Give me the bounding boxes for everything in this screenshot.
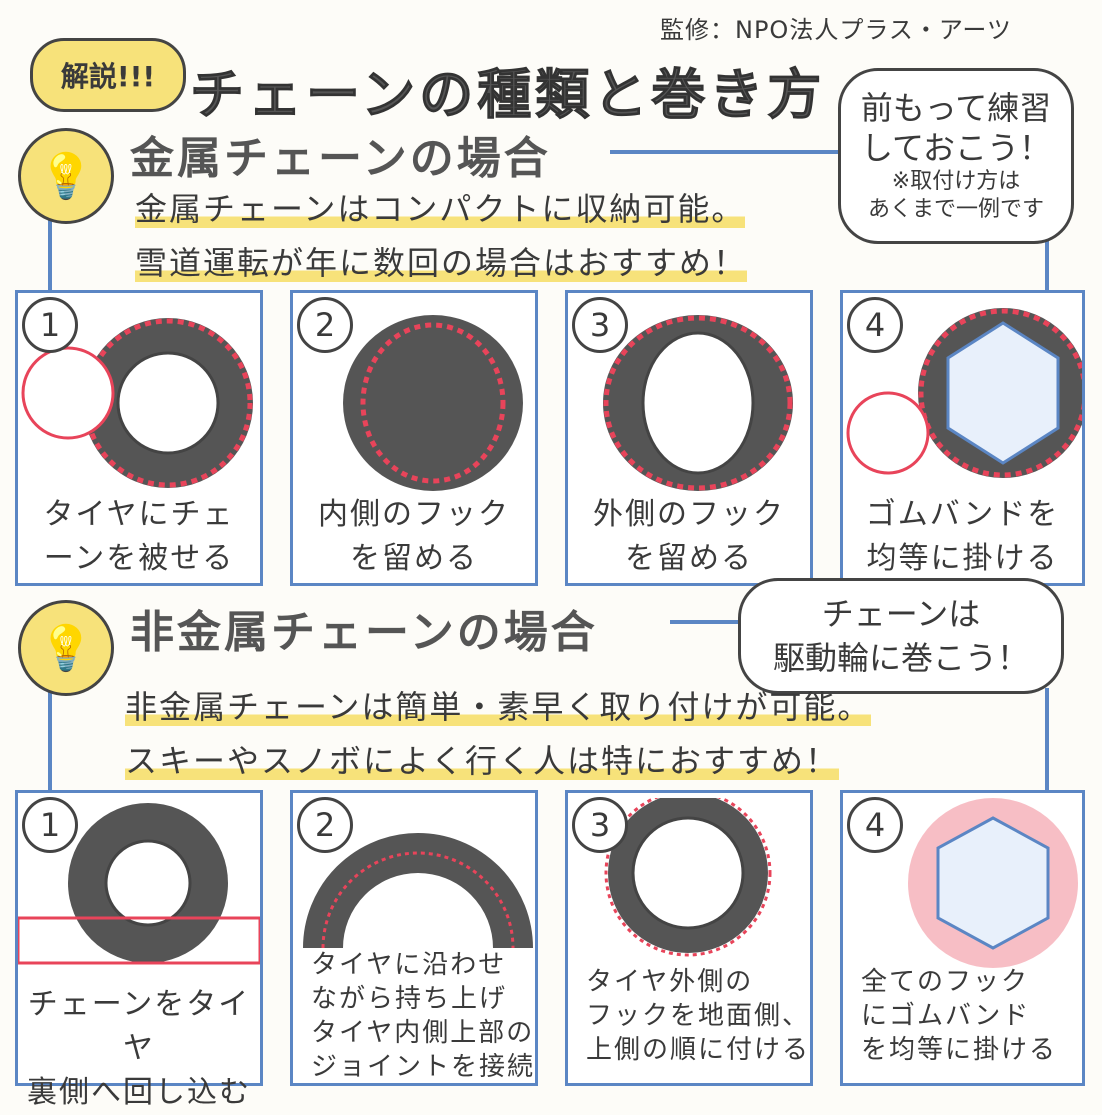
connector-line [1045,688,1049,790]
connector-line [48,220,52,290]
step-caption-line: ジョイントを接続 [311,1052,536,1082]
step-caption: 全てのフック にゴムバンド を均等に掛ける [861,965,1081,1067]
practice-line: ※取付け方は [891,169,1021,194]
step-number: 2 [297,797,353,853]
tire-net-illustration [908,798,1078,968]
supervisor-credit: 監修：NPO法人プラス・アーツ [660,16,1012,44]
metal-section-title: 金属チェーンの場合 [130,133,551,184]
step-caption: タイヤ外側の フックを地面側、 上側の順に付ける [586,965,811,1067]
step-caption-line: 裏側へ回し込む [27,1075,251,1110]
step-caption-line: にゴムバンド [861,1001,1031,1031]
metal-desc-line: 雪道運転が年に数回の場合はおすすめ！ [135,244,748,282]
lightbulb-icon: 💡 [18,600,114,696]
nonmetal-description: 非金属チェーンは簡単・素早く取り付けが可能。 スキーやスノボによく行く人は特にお… [125,680,872,788]
step-caption-line: フックを地面側、 [586,1001,811,1031]
step-caption: タイヤにチェ ーンを被せる [18,493,260,581]
nonmetal-step-panel: 4 全てのフック にゴムバンド を均等に掛ける [840,790,1085,1086]
step-caption-line: チェーンをタイヤ [27,987,251,1066]
drive-note-line: チェーンは [821,595,981,633]
metal-step-panel: 4 ゴムバンドを 均等に掛ける [840,290,1085,586]
practice-line: あくまで一例です [867,197,1044,222]
drive-wheel-note: チェーンは 駆動輪に巻こう！ [738,578,1064,694]
step-caption: ゴムバンドを 均等に掛ける [843,493,1082,581]
metal-step-panel: 1 タイヤにチェ ーンを被せる [15,290,263,586]
step-caption: 外側のフック を留める [568,493,810,581]
page-title: チェーンの種類と巻き方 [189,63,826,127]
step-caption-line: を留める [350,541,478,576]
tire-chain-illustration [21,318,253,488]
nonmetal-section-title: 非金属チェーンの場合 [130,607,598,658]
step-caption-line: タイヤにチェ [43,497,235,532]
step-caption-line: ながら持ち上げ [311,984,508,1014]
connector-line [610,150,840,154]
drive-note-line: 駆動輪に巻こう！ [772,639,1029,677]
nonmetal-step-panel: 3 タイヤ外側の フックを地面側、 上側の順に付ける [565,790,813,1086]
step-caption-line: タイヤ内側上部の [311,1018,535,1048]
step-caption-line: 全てのフック [861,967,1030,997]
step-number: 2 [297,297,353,353]
step-caption-line: を留める [625,541,753,576]
step-number: 3 [572,297,628,353]
connector-line [670,620,738,624]
tire-net-illustration [604,798,772,957]
tire-chain-illustration [846,308,1082,478]
practice-line: 前もって練習 [860,89,1052,127]
nonmetal-step-panel: 1 チェーンをタイヤ 裏側へ回し込む [15,790,263,1110]
step-caption-line: タイヤ外側の [586,967,754,997]
step-caption-line: 上側の順に付ける [586,1035,811,1065]
step-caption-line: 内側のフック [318,497,510,532]
metal-step-panel: 2 内側のフック を留める [290,290,538,586]
step-caption-line: ーンを被せる [43,541,235,576]
lightbulb-icon: 💡 [18,128,114,224]
tire-chain-illustration [343,315,523,491]
step-number: 1 [22,797,78,853]
explain-badge: 解説!!! [30,38,186,112]
practice-line: しておこう！ [860,129,1052,167]
metal-description: 金属チェーンはコンパクトに収納可能。 雪道運転が年に数回の場合はおすすめ！ [135,182,748,290]
tire-net-illustration [303,833,533,948]
metal-step-panel: 3 外側のフック を留める [565,290,813,586]
step-caption-line: を均等に掛ける [861,1035,1058,1065]
nonmetal-desc-line: 非金属チェーンは簡単・素早く取り付けが可能。 [125,688,872,726]
tire-chain-illustration [603,315,793,491]
tire-net-illustration [18,803,260,965]
step-caption-line: 均等に掛ける [866,541,1059,576]
step-caption-line: タイヤに沿わせ [311,950,507,980]
step-number: 4 [847,797,903,853]
connector-line [48,690,52,790]
step-number: 1 [22,297,78,353]
step-caption: タイヤに沿わせ ながら持ち上げ タイヤ内側上部の ジョイントを接続 [311,948,536,1084]
connector-line [1045,238,1049,290]
step-caption: 内側のフック を留める [293,493,535,581]
step-number: 3 [572,797,628,853]
step-caption-line: ゴムバンドを [865,497,1060,532]
step-number: 4 [847,297,903,353]
nonmetal-desc-line: スキーやスノボによく行く人は特におすすめ！ [125,742,840,780]
practice-note: 前もって練習 しておこう！ ※取付け方は あくまで一例です [838,68,1074,244]
step-caption-line: 外側のフック [593,497,785,532]
metal-desc-line: 金属チェーンはコンパクトに収納可能。 [135,190,746,228]
step-caption: チェーンをタイヤ 裏側へ回し込む [18,983,260,1115]
nonmetal-step-panel: 2 タイヤに沿わせ ながら持ち上げ タイヤ内側上部の ジョイントを接続 [290,790,538,1086]
